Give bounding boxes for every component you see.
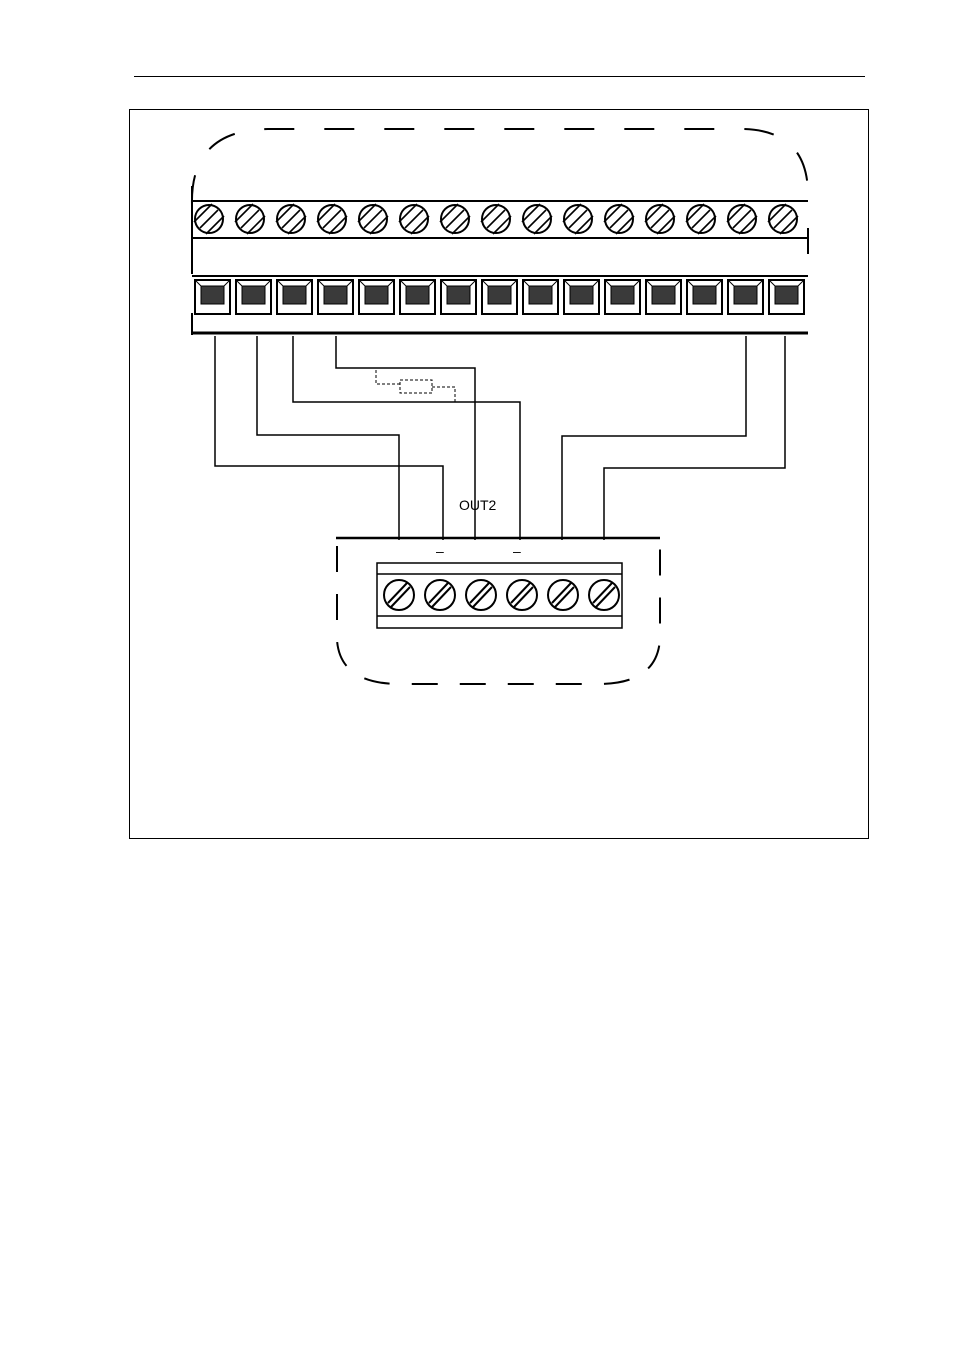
- clamp-slot: [317, 279, 354, 315]
- screw-icon: [193, 203, 225, 235]
- top-clamp-rail: [191, 275, 808, 335]
- clamp-slot: [399, 279, 436, 315]
- screw-icon: [588, 579, 620, 611]
- clamp-slot: [604, 279, 641, 315]
- screw-icon: [685, 203, 717, 235]
- clamp-slot: [235, 279, 272, 315]
- device-outline-bottom: [336, 546, 661, 685]
- minus-label-left: –: [436, 543, 444, 559]
- wire-4: [335, 336, 476, 540]
- clamp-slot: [481, 279, 518, 315]
- out2-label: OUT2: [459, 497, 497, 513]
- screw-icon: [603, 203, 635, 235]
- clamp-slot: [440, 279, 477, 315]
- screw-icon: [480, 203, 512, 235]
- resistor-optional: [375, 370, 456, 402]
- clamp-slot: [194, 279, 231, 315]
- wiring: [214, 336, 786, 540]
- screw-icon: [234, 203, 266, 235]
- wire-1: [214, 336, 444, 540]
- clamp-slot: [645, 279, 682, 315]
- clamp-slot: [563, 279, 600, 315]
- wire-3: [292, 336, 521, 540]
- screw-icon: [424, 579, 456, 611]
- screw-icon: [439, 203, 471, 235]
- screw-icon: [465, 579, 497, 611]
- top-screw-rail: [191, 186, 809, 274]
- clamp-slot: [686, 279, 723, 315]
- clamp-slot: [276, 279, 313, 315]
- screw-icon: [316, 203, 348, 235]
- screw-icon: [398, 203, 430, 235]
- bottom-terminal-block: [376, 562, 623, 629]
- clamp-slot: [358, 279, 395, 315]
- minus-label-right: –: [513, 543, 521, 559]
- screw-icon: [506, 579, 538, 611]
- screw-icon: [726, 203, 758, 235]
- screw-icon: [275, 203, 307, 235]
- wire-6: [603, 336, 786, 540]
- screw-icon: [357, 203, 389, 235]
- wire-5: [561, 336, 747, 540]
- screw-icon: [521, 203, 553, 235]
- page-header-rule: [134, 76, 865, 77]
- device-outline-top: [190, 128, 809, 206]
- figure-frame: [129, 109, 869, 839]
- clamp-slot: [522, 279, 559, 315]
- clamp-slot: [727, 279, 764, 315]
- clamp-slot: [768, 279, 805, 315]
- screw-icon: [562, 203, 594, 235]
- screw-icon: [547, 579, 579, 611]
- wire-2: [256, 336, 400, 540]
- screw-icon: [644, 203, 676, 235]
- screw-icon: [383, 579, 415, 611]
- screw-icon: [767, 203, 799, 235]
